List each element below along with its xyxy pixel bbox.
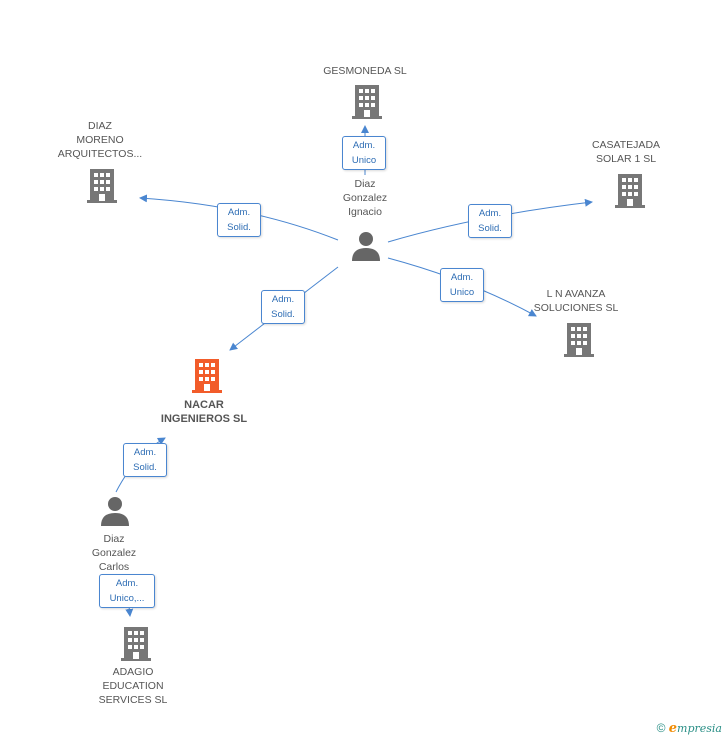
node-label-diaz-ignacio: Diaz Gonzalez Ignacio (342, 178, 388, 218)
edge-label-ln-avanza[interactable]: Adm. Unico (440, 268, 484, 302)
copyright-icon: © (656, 721, 666, 735)
edge-label-diaz-moreno[interactable]: Adm. Solid. (217, 203, 261, 237)
building-icon[interactable] (615, 174, 645, 208)
building-icon[interactable] (564, 323, 594, 357)
empresia-logo: empresia (668, 721, 722, 736)
node-label-gesmoneda: GESMONEDA SL (323, 65, 407, 77)
node-label-adagio: ADAGIO EDUCATION SERVICES SL (98, 666, 168, 706)
copyright-brand: © empresia (657, 721, 722, 736)
building-icon[interactable] (87, 169, 117, 203)
building-icon[interactable] (121, 627, 151, 661)
node-label-casatejada: CASATEJADA SOLAR 1 SL (591, 139, 661, 165)
building-icon[interactable] (192, 359, 222, 393)
edge-label-gesmoneda[interactable]: Adm. Unico (342, 136, 386, 170)
node-label-diaz-moreno: DIAZ MORENO ARQUITECTOS... (57, 120, 143, 160)
building-icon[interactable] (352, 85, 382, 119)
person-icon[interactable] (100, 496, 130, 526)
person-icon[interactable] (351, 231, 381, 261)
edge-label-nacar-from-ignacio[interactable]: Adm. Solid. (261, 290, 305, 324)
node-label-nacar: NACAR INGENIEROS SL (160, 399, 248, 425)
edge-label-casatejada[interactable]: Adm. Solid. (468, 204, 512, 238)
node-label-ln-avanza: L N AVANZA SOLUCIONES SL (533, 288, 619, 314)
edge-label-adagio[interactable]: Adm. Unico,... (99, 574, 155, 608)
edge-label-nacar-from-carlos[interactable]: Adm. Solid. (123, 443, 167, 477)
node-label-diaz-carlos: Diaz Gonzalez Carlos (91, 533, 137, 573)
